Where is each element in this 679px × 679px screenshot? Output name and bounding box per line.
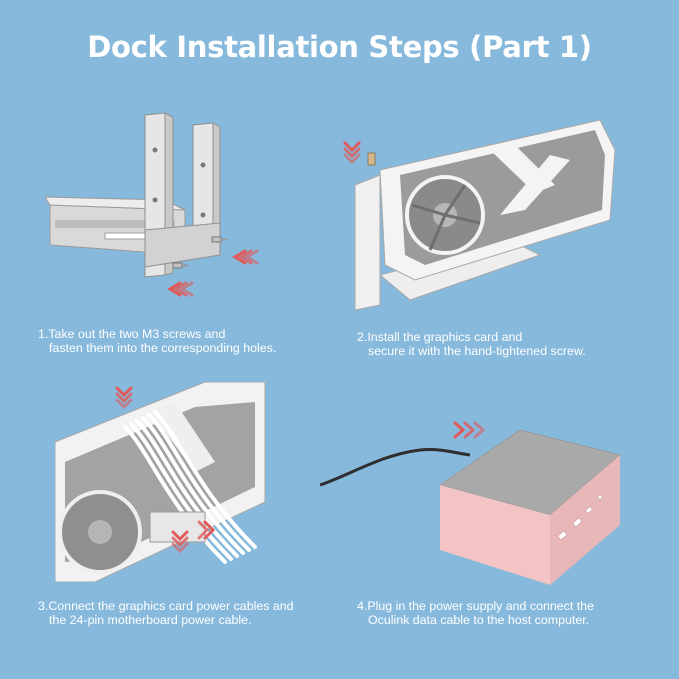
step3-illustration (55, 382, 280, 582)
arrow-icon (232, 249, 259, 265)
arrow-icon (171, 530, 189, 554)
page-title: Dock Installation Steps (Part 1) (87, 30, 592, 64)
arrow-icon (197, 520, 216, 540)
step3-caption-line1: 3.Connect the graphics card power cables… (38, 599, 294, 613)
screw-icon (211, 236, 227, 243)
step2-caption-line2: secure it with the hand-tightened screw. (368, 344, 586, 358)
step2-illustration (340, 115, 625, 315)
arrow-icon (167, 281, 194, 297)
step2-caption-line1: 2.Install the graphics card and (357, 330, 523, 344)
arrow-icon (115, 386, 133, 410)
step3-caption: 3.Connect the graphics card power cables… (38, 599, 294, 627)
arrow-icon (453, 421, 486, 439)
step4-illustration (320, 415, 640, 585)
step4-caption: 4.Plug in the power supply and connect t… (357, 599, 594, 627)
step1-caption: 1.Take out the two M3 screws and fasten … (38, 327, 276, 355)
screw-icon (172, 262, 188, 269)
step1-illustration (45, 105, 295, 315)
step4-caption-line1: 4.Plug in the power supply and connect t… (357, 599, 594, 613)
step4-caption-line2: Oculink data cable to the host computer. (368, 613, 590, 627)
step1-caption-line2: fasten them into the corresponding holes… (49, 341, 277, 355)
step3-caption-line2: the 24-pin motherboard power cable. (49, 613, 252, 627)
step1-caption-line1: 1.Take out the two M3 screws and (38, 327, 226, 341)
step2-caption: 2.Install the graphics card and secure i… (357, 330, 586, 358)
arrow-icon (343, 141, 361, 165)
